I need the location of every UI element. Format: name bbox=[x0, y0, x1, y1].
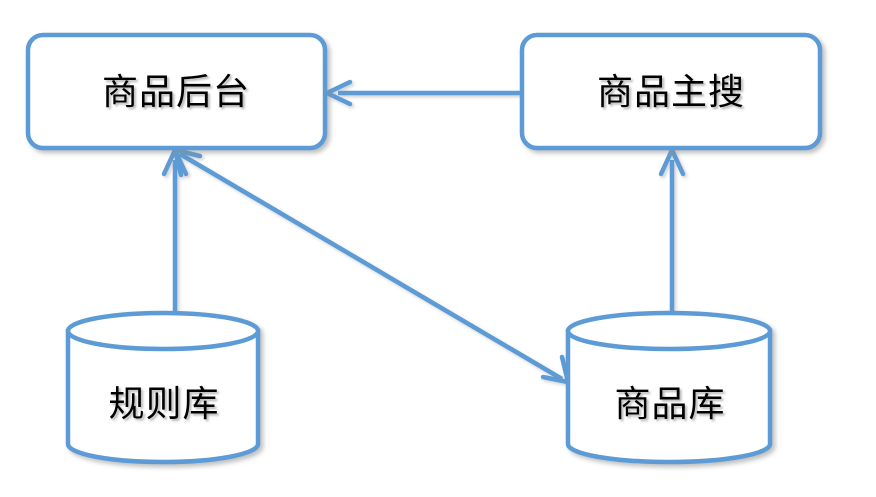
rule-database-body[interactable] bbox=[65, 328, 261, 465]
product-database-body[interactable] bbox=[565, 328, 773, 465]
node-product-database[interactable] bbox=[565, 310, 773, 465]
arrowhead-left bbox=[324, 79, 353, 107]
connector-backend-to-product-db bbox=[172, 147, 571, 385]
arrowhead-up-left bbox=[172, 147, 203, 178]
connector-rule-db-to-backend bbox=[161, 147, 189, 335]
product-database-top bbox=[565, 310, 773, 352]
connector-layer bbox=[161, 79, 686, 385]
node-rule-database[interactable] bbox=[65, 310, 261, 465]
connector-search-to-backend bbox=[324, 79, 522, 107]
node-product-main-search[interactable] bbox=[519, 32, 823, 151]
node-product-backend[interactable] bbox=[25, 32, 328, 151]
rule-database-top bbox=[65, 310, 261, 352]
arrowhead-up bbox=[658, 147, 686, 177]
connector-product-db-to-search bbox=[658, 147, 686, 335]
product-main-search-shape[interactable] bbox=[519, 32, 823, 151]
product-backend-shape[interactable] bbox=[25, 32, 328, 151]
